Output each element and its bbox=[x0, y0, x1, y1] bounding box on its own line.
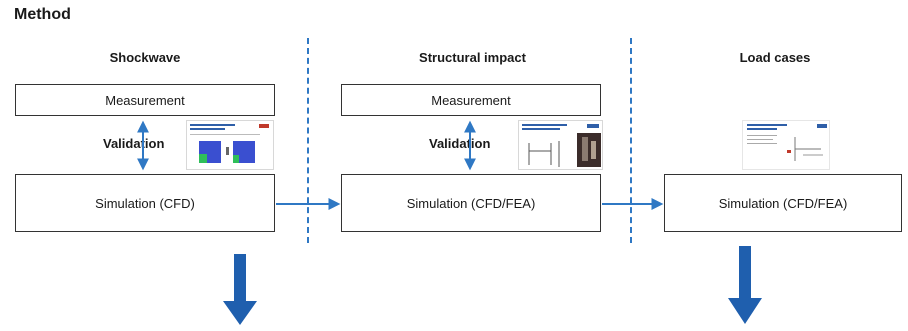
column-header-load-cases: Load cases bbox=[739, 50, 811, 65]
big-down-arrow-right bbox=[728, 246, 762, 324]
slide-thumbnail-structural-impact-graphic bbox=[522, 124, 601, 167]
column-header-shockwave: Shockwave bbox=[109, 50, 181, 65]
page-title: Method bbox=[14, 6, 71, 23]
simulation-box-load-cases: Simulation (CFD/FEA) bbox=[664, 174, 902, 232]
slide-thumbnail-load-cases-graphic bbox=[747, 124, 827, 161]
validation-label-shockwave: Validation bbox=[103, 136, 165, 151]
column-header-structural-impact: Structural impact bbox=[419, 50, 526, 65]
column-divider bbox=[307, 38, 309, 243]
simulation-box-shockwave: Simulation (CFD) bbox=[15, 174, 275, 232]
column-divider bbox=[630, 38, 632, 243]
measurement-box-shockwave: Measurement bbox=[15, 84, 275, 116]
slide-thumbnail-structural-impact bbox=[518, 120, 603, 170]
simulation-box-structural-impact: Simulation (CFD/FEA) bbox=[341, 174, 601, 232]
slide-thumbnail-shockwave-graphic bbox=[190, 124, 269, 163]
big-down-arrow-left bbox=[223, 254, 257, 325]
slide-thumbnail-shockwave bbox=[186, 120, 274, 170]
measurement-box-structural-impact: Measurement bbox=[341, 84, 601, 116]
slide-thumbnail-load-cases bbox=[742, 120, 830, 170]
